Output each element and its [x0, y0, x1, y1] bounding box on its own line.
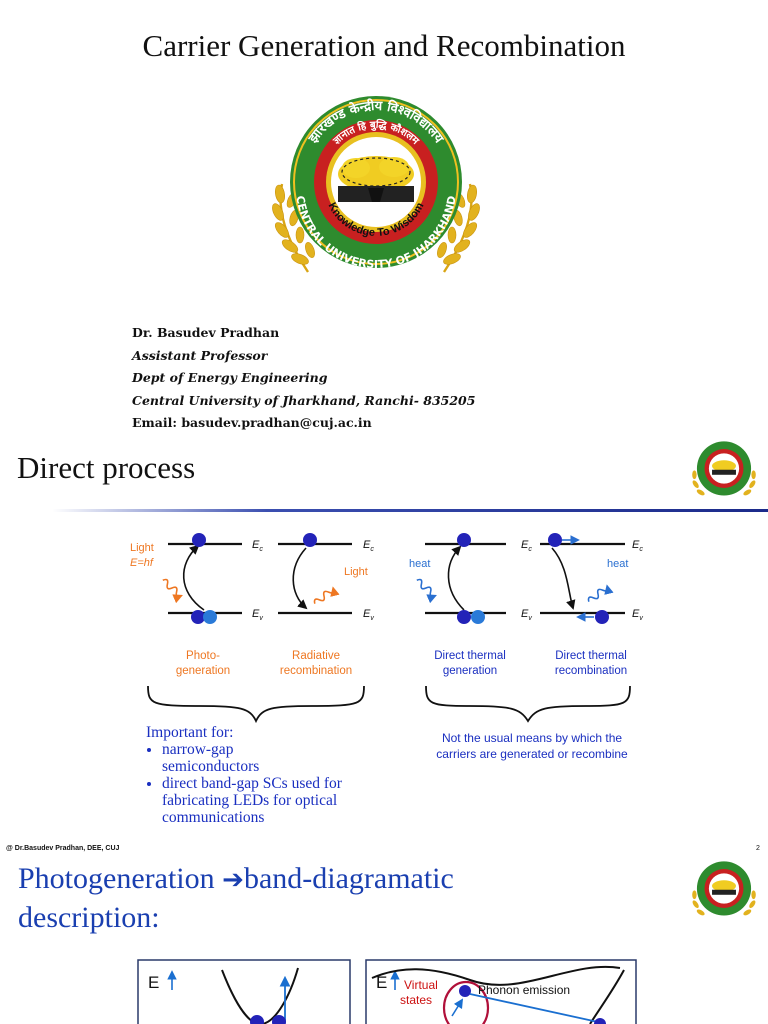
tree-icon [338, 156, 414, 202]
caption-thermal-gen: generation [443, 665, 497, 677]
title-part: Photogeneration [18, 862, 223, 895]
wheat-left-icon [272, 183, 315, 273]
energy-axis-label: E [376, 973, 387, 992]
electron-dot [191, 610, 205, 624]
ec-label: Ec [252, 539, 263, 553]
band-diagrams: E E Virtual states Phonon emission [137, 959, 637, 1024]
direct-gap-panel [137, 959, 351, 1024]
light-label: Light [344, 566, 368, 578]
hole-dot [471, 610, 485, 624]
author-position: Assistant Professor [132, 347, 268, 363]
author-institution: Central University of Jharkhand, Ranchi-… [132, 392, 476, 408]
heat-out-icon [587, 584, 614, 602]
ev-label: Ev [521, 608, 532, 622]
footer-credit: @ Dr.Basudev Pradhan, DEE, CUJ [6, 845, 120, 852]
electron-dot [192, 533, 206, 547]
valence-band-curve [589, 969, 625, 1024]
electron-dot [594, 1018, 606, 1024]
light-label: Light [130, 542, 154, 554]
caption-thermal-rec: recombination [555, 665, 627, 677]
ev-label: Ev [363, 608, 374, 622]
electron-dot [548, 533, 562, 547]
list-item: narrow-gap semiconductors [162, 741, 292, 775]
direct-process-slide: Direct process Ec Ev Ec Ev [0, 436, 768, 856]
ev-label: Ev [252, 608, 263, 622]
hole-dot [595, 610, 609, 624]
ec-label: Ec [363, 539, 374, 553]
electron-dot [457, 533, 471, 547]
heat-in-icon [416, 578, 437, 604]
electron-dot [459, 985, 471, 997]
caption-radiative: Radiative [292, 650, 340, 662]
conduction-band-curve [221, 967, 299, 1024]
page-number: 2 [756, 845, 760, 852]
direct-process-diagram: Ec Ev Ec Ev Ec Ev Ec Ev [130, 533, 643, 724]
wheat-right-icon [437, 183, 480, 273]
brace-left [147, 685, 365, 724]
author-block: Dr. Basudev Pradhan Assistant Professor … [132, 322, 475, 435]
ec-label: Ec [632, 539, 643, 553]
heat-label: heat [409, 558, 430, 570]
brace-right [425, 685, 631, 723]
electron-dot [250, 1015, 264, 1024]
virtual-states-ellipse [442, 980, 490, 1024]
energy-label: E=hf [130, 557, 154, 569]
caption-thermal-rec: Direct thermal [555, 650, 627, 662]
author-dept: Dept of Energy Engineering [132, 370, 328, 385]
photon-in-icon [162, 578, 183, 604]
right-arrow-icon: ➔ [222, 865, 244, 895]
photon-transition-arrow [451, 998, 464, 1017]
ec-label: Ec [521, 539, 532, 553]
electron-dot [303, 533, 317, 547]
author-email[interactable]: Email: basudev.pradhan@cuj.ac.in [132, 415, 372, 430]
title-slide: Carrier Generation and Recombination [0, 0, 768, 436]
indirect-gap-panel [365, 959, 637, 1024]
photogeneration-slide: Photogeneration ➔band-diagramatic descri… [0, 856, 768, 1024]
heat-label: heat [607, 558, 628, 570]
virtual-states-label: states [400, 993, 432, 1007]
university-logo-small [692, 861, 756, 916]
title-part: band-diagramatic description: [18, 862, 454, 934]
slide-title: Carrier Generation and Recombination [142, 28, 626, 63]
important-list: Important for: narrow-gap semiconductors… [146, 724, 362, 826]
photon-out-icon [313, 586, 340, 604]
energy-axis-label: E [148, 973, 159, 992]
university-logo-small [692, 441, 756, 496]
caption-radiative: recombination [280, 665, 352, 677]
transition-arrow [447, 545, 465, 611]
list-item: direct band-gap SCs used for fabricating… [162, 775, 362, 826]
author-name: Dr. Basudev Pradhan [132, 325, 280, 340]
caption-thermal-gen: Direct thermal [434, 650, 506, 662]
electron-dot [457, 610, 471, 624]
transition-arrow [292, 547, 308, 610]
slide-title: Direct process [17, 450, 196, 485]
transition-arrow [182, 544, 205, 611]
university-logo: झारखण्ड केन्द्रीय विश्वविद्यालय CENTRAL … [272, 96, 480, 273]
electron-dot [272, 1015, 286, 1024]
ev-label: Ev [632, 608, 643, 622]
title-underline [52, 509, 768, 512]
important-heading: Important for: [146, 724, 234, 741]
conduction-band-curve [371, 965, 621, 986]
slide-title: Photogeneration ➔band-diagramatic descri… [18, 860, 578, 936]
caption-photogeneration: generation [176, 665, 230, 677]
virtual-states-label: Virtual [404, 978, 438, 992]
caption-photogeneration: Photo- [186, 650, 220, 662]
phonon-transition-line [469, 993, 599, 1023]
hole-dot [203, 610, 217, 624]
transition-arrow [551, 547, 576, 610]
phonon-emission-label: Phonon emission [478, 983, 570, 997]
note-text: Not the usual means by which the carrier… [436, 731, 628, 761]
